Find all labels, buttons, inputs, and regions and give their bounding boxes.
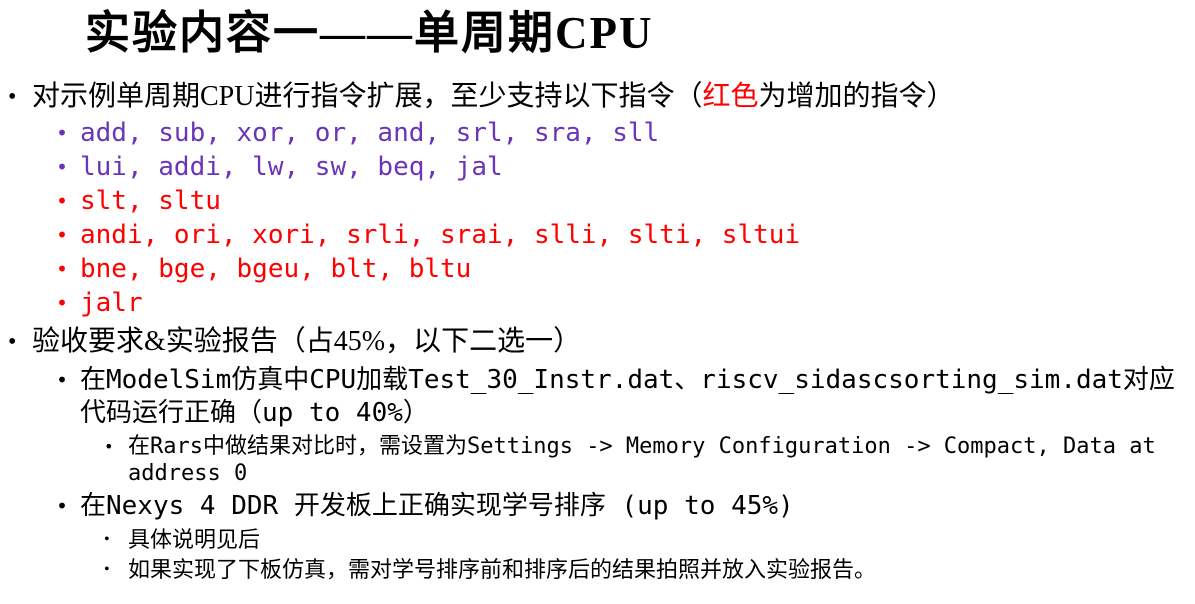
bullet-icon: • xyxy=(56,291,69,315)
bullet-icon: • xyxy=(8,84,17,110)
bullet-icon: • xyxy=(56,257,69,281)
bullet-icon: • xyxy=(104,531,110,548)
instruction-list: • add, sub, xor, or, and, srl, sra, sll • l… xyxy=(0,116,1195,320)
bullet-extension-suffix: 为增加的指令） xyxy=(758,81,955,112)
bullet-icon: • xyxy=(56,155,69,179)
bullet-item-photo: • 如果实现了下板仿真，需对学号排序前和排序后的结果拍照并放入实验报告。 xyxy=(0,556,1195,583)
bullet-icon: • xyxy=(56,368,69,392)
instruction-text: slt, sltu xyxy=(80,186,221,216)
bullet-icon: • xyxy=(104,437,114,456)
bullet-icon: • xyxy=(56,189,69,213)
instruction-item: • andi, ori, xori, srli, srai, slli, slti… xyxy=(0,218,1195,252)
bullet-item-modelsim: • 在ModelSim仿真中CPU加载Test_30_Instr.dat、ris… xyxy=(0,364,1195,430)
bullet-item-acceptance: • 验收要求&实验报告（占45%，以下二选一） xyxy=(0,323,1195,361)
bullet-nexys-text: 在Nexys 4 DDR 开发板上正确实现学号排序 (up to 45%) xyxy=(80,491,794,521)
bullet-icon: • xyxy=(56,121,69,145)
bullet-extension-text: 对示例单周期CPU进行指令扩展，至少支持以下指令（红色为增加的指令） xyxy=(32,78,1195,116)
bullet-icon: • xyxy=(104,561,110,578)
instruction-text: andi, ori, xori, srli, srai, slli, slti,… xyxy=(80,220,801,250)
bullet-extension-prefix: 对示例单周期CPU进行指令扩展，至少支持以下指令（ xyxy=(32,81,703,112)
slide: 实验内容一——单周期CPU • 对示例单周期CPU进行指令扩展，至少支持以下指令… xyxy=(0,4,1195,604)
bullet-acceptance-text: 验收要求&实验报告（占45%，以下二选一） xyxy=(32,326,582,357)
instruction-text: add, sub, xor, or, and, srl, sra, sll xyxy=(80,118,660,148)
instruction-item: • add, sub, xor, or, and, srl, sra, sll xyxy=(0,116,1195,150)
instruction-item: • slt, sltu xyxy=(0,184,1195,218)
instruction-text: jalr xyxy=(80,288,143,318)
bullet-item-rars: • 在Rars中做结果对比时，需设置为Settings -> Memory Co… xyxy=(0,433,1195,487)
bullet-extension-highlight: 红色 xyxy=(702,81,759,112)
instruction-text: bne, bge, bgeu, blt, bltu xyxy=(80,254,472,284)
bullet-rars-text: 在Rars中做结果对比时，需设置为Settings -> Memory Conf… xyxy=(128,434,1156,486)
slide-title: 实验内容一——单周期CPU xyxy=(85,8,654,58)
instruction-item: • bne, bge, bgeu, blt, bltu xyxy=(0,252,1195,286)
bullet-item-details: • 具体说明见后 xyxy=(0,526,1195,553)
bullet-details-text: 具体说明见后 xyxy=(128,527,261,552)
bullet-item-extension: • 对示例单周期CPU进行指令扩展，至少支持以下指令（红色为增加的指令） xyxy=(0,78,1195,116)
bullet-icon: • xyxy=(56,494,69,518)
instruction-item: • jalr xyxy=(0,286,1195,320)
bullet-icon: • xyxy=(8,329,17,355)
instruction-item: • lui, addi, lw, sw, beq, jal xyxy=(0,150,1195,184)
bullet-photo-text: 如果实现了下板仿真，需对学号排序前和排序后的结果拍照并放入实验报告。 xyxy=(128,557,877,582)
bullet-item-nexys: • 在Nexys 4 DDR 开发板上正确实现学号排序 (up to 45%) xyxy=(0,490,1195,523)
bullet-modelsim-text: 在ModelSim仿真中CPU加载Test_30_Instr.dat、riscv… xyxy=(80,365,1175,428)
bullet-icon: • xyxy=(56,223,69,247)
instruction-text: lui, addi, lw, sw, beq, jal xyxy=(80,152,503,182)
